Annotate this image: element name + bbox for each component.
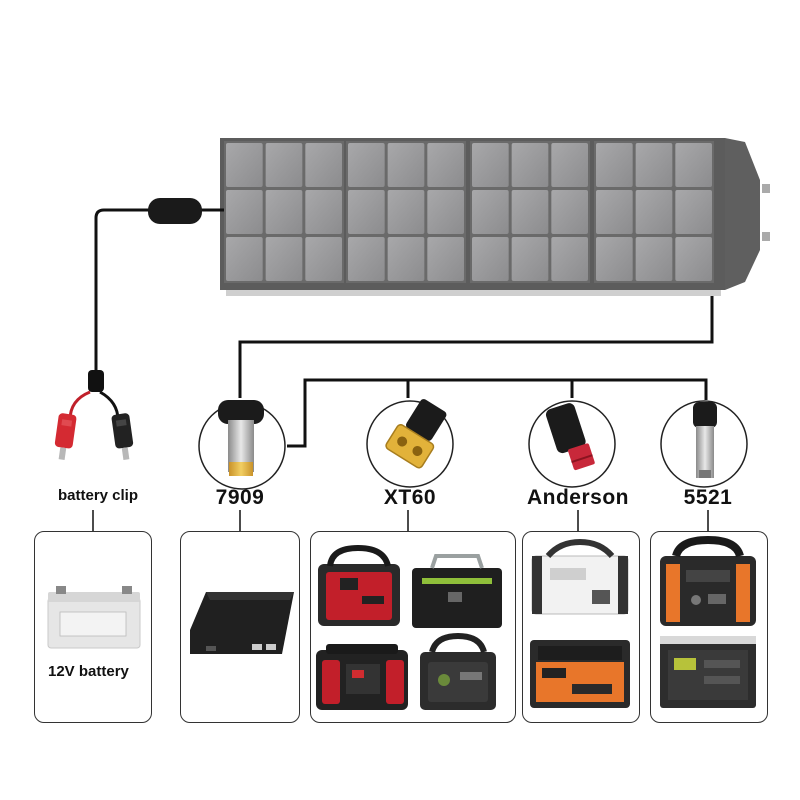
solar-cell bbox=[551, 190, 588, 234]
connector-anderson-label: Anderson bbox=[526, 486, 629, 509]
box-anderson bbox=[522, 531, 640, 723]
solar-cell bbox=[635, 237, 673, 281]
solar-cell bbox=[596, 190, 633, 234]
solar-cell bbox=[635, 143, 673, 187]
solar-cell bbox=[675, 143, 712, 187]
cables bbox=[92, 208, 714, 532]
box-7909 bbox=[180, 531, 300, 723]
solar-cell bbox=[265, 190, 303, 234]
solar-cell bbox=[511, 190, 549, 234]
solar-cell bbox=[472, 237, 509, 281]
solar-cell bbox=[226, 237, 263, 281]
solar-cell bbox=[387, 237, 425, 281]
connector-7909-icon bbox=[198, 400, 286, 490]
solar-cell bbox=[305, 190, 342, 234]
solar-cell bbox=[472, 143, 509, 187]
connector-anderson-icon bbox=[528, 400, 616, 488]
solar-cell bbox=[226, 143, 263, 187]
solar-cell bbox=[265, 237, 303, 281]
box-battery bbox=[34, 531, 152, 723]
solar-cell bbox=[675, 237, 712, 281]
box-xt60 bbox=[310, 531, 516, 723]
solar-cell bbox=[305, 237, 342, 281]
solar-cell bbox=[472, 190, 509, 234]
cable-to-7909 bbox=[238, 296, 714, 398]
solar-cell bbox=[596, 143, 633, 187]
solar-cell bbox=[596, 237, 633, 281]
solar-panel bbox=[220, 138, 770, 296]
solar-cell bbox=[348, 190, 385, 234]
connector-xt60-icon bbox=[366, 399, 454, 488]
solar-cell bbox=[511, 237, 549, 281]
cable-bus bbox=[287, 378, 708, 448]
connector-5521-label: 5521 bbox=[683, 486, 733, 509]
solar-cell bbox=[635, 190, 673, 234]
solar-cell bbox=[427, 237, 464, 281]
solar-cell bbox=[551, 143, 588, 187]
solar-cell bbox=[226, 190, 263, 234]
inline-controller bbox=[148, 198, 202, 224]
connector-7909-label: 7909 bbox=[215, 486, 265, 509]
solar-cell bbox=[387, 143, 425, 187]
solar-cell bbox=[348, 143, 385, 187]
battery-clip-label: battery clip bbox=[57, 487, 139, 504]
battery-clip-icon bbox=[54, 370, 134, 460]
solar-cell bbox=[387, 190, 425, 234]
solar-cell bbox=[675, 190, 712, 234]
box-5521 bbox=[650, 531, 768, 723]
solar-cell bbox=[427, 143, 464, 187]
cable-to-clip bbox=[94, 208, 150, 372]
solar-cell bbox=[511, 143, 549, 187]
battery-label: 12V battery bbox=[48, 663, 129, 680]
solar-cell bbox=[348, 237, 385, 281]
solar-cell bbox=[427, 190, 464, 234]
connector-xt60-label: XT60 bbox=[383, 486, 437, 509]
solar-cell bbox=[551, 237, 588, 281]
solar-cell bbox=[265, 143, 303, 187]
solar-cell bbox=[305, 143, 342, 187]
connector-5521-icon bbox=[660, 400, 748, 488]
